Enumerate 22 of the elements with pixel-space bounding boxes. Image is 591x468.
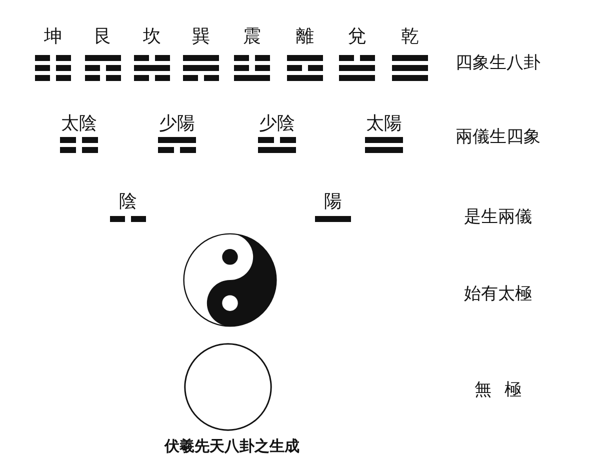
digram-name: 太陰 xyxy=(61,113,97,135)
line-name: 陰 xyxy=(119,191,137,213)
row-label: 始有太極 xyxy=(464,283,532,305)
trigram-name: 離 xyxy=(296,26,314,48)
trigram-name: 震 xyxy=(243,26,261,48)
trigram-name: 巽 xyxy=(192,26,210,48)
line-name: 陽 xyxy=(324,191,342,213)
empty-circle xyxy=(184,343,272,431)
digram-name: 少陽 xyxy=(159,113,195,135)
row-label: 無極 xyxy=(474,379,522,401)
trigram-name: 坎 xyxy=(143,26,161,48)
yin-yang-symbol xyxy=(183,233,277,327)
trigram-name: 坤 xyxy=(44,26,62,48)
row-label: 兩儀生四象 xyxy=(456,126,540,148)
digram-name: 太陽 xyxy=(366,113,402,135)
digram-name: 少陰 xyxy=(259,113,295,135)
trigram-name: 乾 xyxy=(401,26,419,48)
row-label: 是生兩儀 xyxy=(464,206,532,228)
trigram-name: 兌 xyxy=(348,26,366,48)
trigram-name: 艮 xyxy=(94,26,112,48)
row-label: 四象生八卦 xyxy=(456,52,540,74)
caption: 伏羲先天八卦之生成 xyxy=(164,436,300,456)
